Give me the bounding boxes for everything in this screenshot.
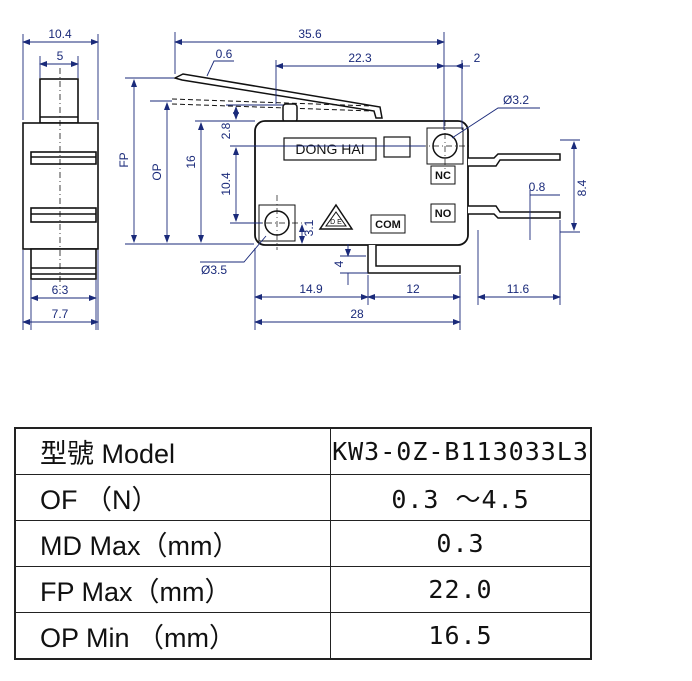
spec-table: 型號 Model KW3-0Z-B113033L3 OF （N） 0.3 ～4.… [14, 427, 592, 660]
spec-label-fp: FP Max（mm） [14, 566, 331, 613]
table-row: FP Max（mm） 22.0 [14, 566, 592, 613]
dim-fp-label: FP [117, 152, 131, 167]
dim-10-4-vertical-label: 10.4 [219, 172, 233, 196]
dim-2-8-label: 2.8 [219, 122, 233, 139]
dim-3-1-label: 3.1 [302, 219, 316, 236]
dim-2-label: 2 [474, 51, 481, 65]
dim-op-label: OP [150, 163, 164, 180]
front-view-dimensions [125, 32, 580, 330]
spec-label-model: 型號 Model [14, 427, 331, 475]
dim-22-3-label: 22.3 [348, 51, 372, 65]
spec-value-op: 16.5 [330, 612, 592, 660]
nc-marking: NC [435, 170, 451, 182]
side-view [22, 68, 99, 290]
com-marking: COM [375, 219, 401, 231]
spec-label-op: OP Min （mm） [14, 612, 331, 660]
spec-label-of: OF （N） [14, 474, 331, 521]
dim-0-6-label: 0.6 [216, 47, 233, 61]
table-row: MD Max（mm） 0.3 [14, 520, 592, 567]
dim-14-9-label: 14.9 [299, 282, 323, 296]
spec-value-fp: 22.0 [330, 566, 592, 613]
front-view [171, 73, 561, 274]
technical-drawing: 10.4 5 6.3 7.7 [22, 27, 589, 330]
dim-7-7-label: 7.7 [52, 307, 69, 321]
dim-16-label: 16 [184, 155, 198, 169]
cert-marking: D E [330, 219, 342, 226]
dim-11-6-label: 11.6 [507, 282, 530, 296]
side-view-dimensions [22, 34, 99, 330]
dim-4-label: 4 [332, 260, 346, 267]
dim-35-6-label: 35.6 [298, 27, 322, 41]
dim-5-label: 5 [57, 49, 64, 63]
spec-label-md: MD Max（mm） [14, 520, 331, 567]
spec-value-of: 0.3 ～4.5 [330, 474, 592, 521]
brand-marking: DONG HAI [295, 141, 364, 157]
dim-28-label: 28 [350, 307, 364, 321]
table-row: 型號 Model KW3-0Z-B113033L3 [14, 427, 592, 475]
dim-0-8-label: 0.8 [529, 180, 546, 194]
spec-value-model: KW3-0Z-B113033L3 [330, 427, 592, 475]
table-row: OF （N） 0.3 ～4.5 [14, 474, 592, 521]
dim-phi-3-5-label: Ø3.5 [201, 263, 227, 277]
dim-6-3-label: 6.3 [52, 283, 69, 297]
no-marking: NO [435, 208, 452, 220]
dim-12-label: 12 [406, 282, 420, 296]
dim-8-4-label: 8.4 [575, 179, 589, 196]
spec-value-md: 0.3 [330, 520, 592, 567]
dim-phi-3-2-label: Ø3.2 [503, 93, 529, 107]
table-row: OP Min （mm） 16.5 [14, 612, 592, 660]
dim-10-4-label: 10.4 [48, 27, 72, 41]
